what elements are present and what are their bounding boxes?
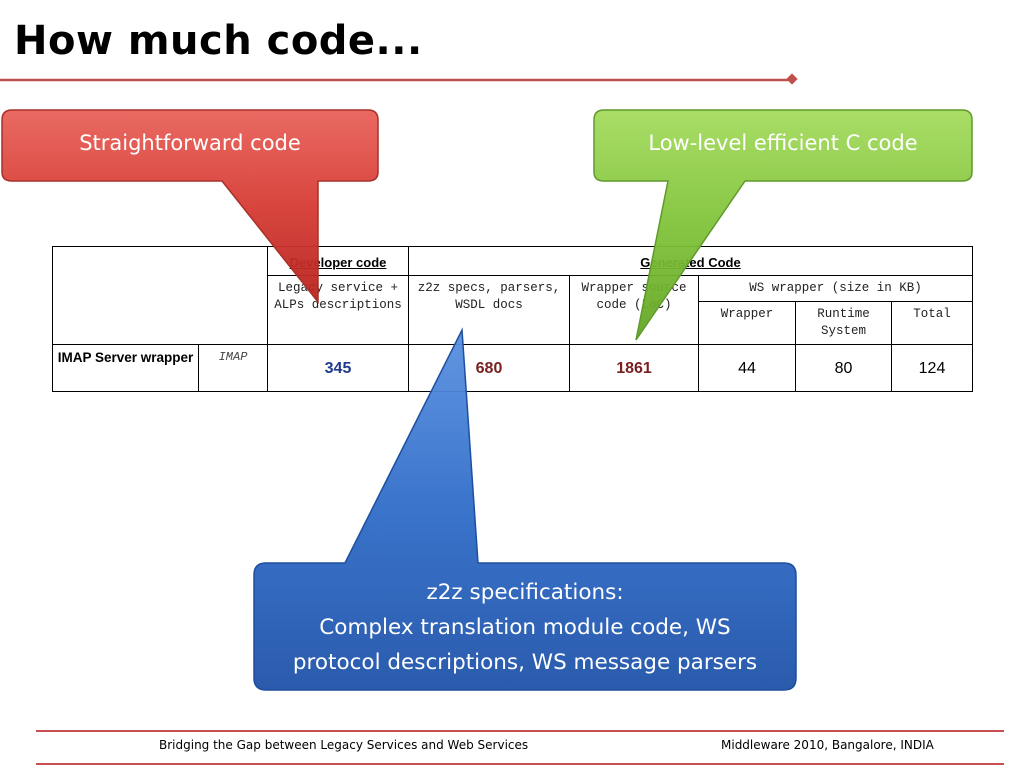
developer-code-header: Developer code: [267, 246, 409, 276]
z2z-callout-text: z2z specifications: Complex translation …: [258, 575, 792, 680]
z2z-callout-line-2: Complex translation module code, WS: [319, 615, 731, 640]
total-kb-header: Total: [891, 301, 973, 345]
z2z-value: 680: [408, 344, 570, 392]
wrapper-source-value: 1861: [569, 344, 699, 392]
ws-wrapper-size-header: WS wrapper (size in KB): [698, 275, 973, 302]
slide-title: How much code...: [14, 18, 423, 64]
protocol-label: IMAP: [198, 344, 268, 392]
wrapper-kb-value: 44: [698, 344, 796, 392]
row-label: IMAP Server wrapper: [52, 344, 199, 392]
footer-left-text: Bridging the Gap between Legacy Services…: [159, 738, 529, 752]
generated-code-header: Generated Code: [408, 246, 973, 276]
code-size-table: Developer code Generated Code Legacy ser…: [52, 246, 973, 392]
runtime-kb-value: 80: [795, 344, 892, 392]
lowlevel-callout-text: Low-level efficient C code: [648, 131, 918, 155]
footer-right-text: Middleware 2010, Bangalore, INDIA: [721, 738, 934, 752]
straightforward-callout-text: Straightforward code: [79, 131, 301, 155]
empty-corner-cell: [52, 246, 268, 345]
footer-rule-bottom: [36, 763, 1004, 765]
z2z-callout-line-1: z2z specifications:: [426, 580, 624, 605]
wrapper-kb-header: Wrapper: [698, 301, 796, 345]
legacy-service-header: Legacy service + ALPs descriptions: [267, 275, 409, 345]
title-underline: [0, 73, 798, 85]
total-kb-value: 124: [891, 344, 973, 392]
table-row: IMAP Server wrapper IMAP 345 680 1861 44…: [52, 344, 973, 392]
legacy-value: 345: [267, 344, 409, 392]
footer-rule-top: [36, 730, 1004, 732]
runtime-system-header: Runtime System: [795, 301, 892, 345]
z2z-callout-line-3: protocol descriptions, WS message parser…: [292, 650, 758, 675]
z2z-specs-header: z2z specs, parsers, WSDL docs: [408, 275, 570, 345]
wrapper-source-header: Wrapper source code (LoC): [569, 275, 699, 345]
